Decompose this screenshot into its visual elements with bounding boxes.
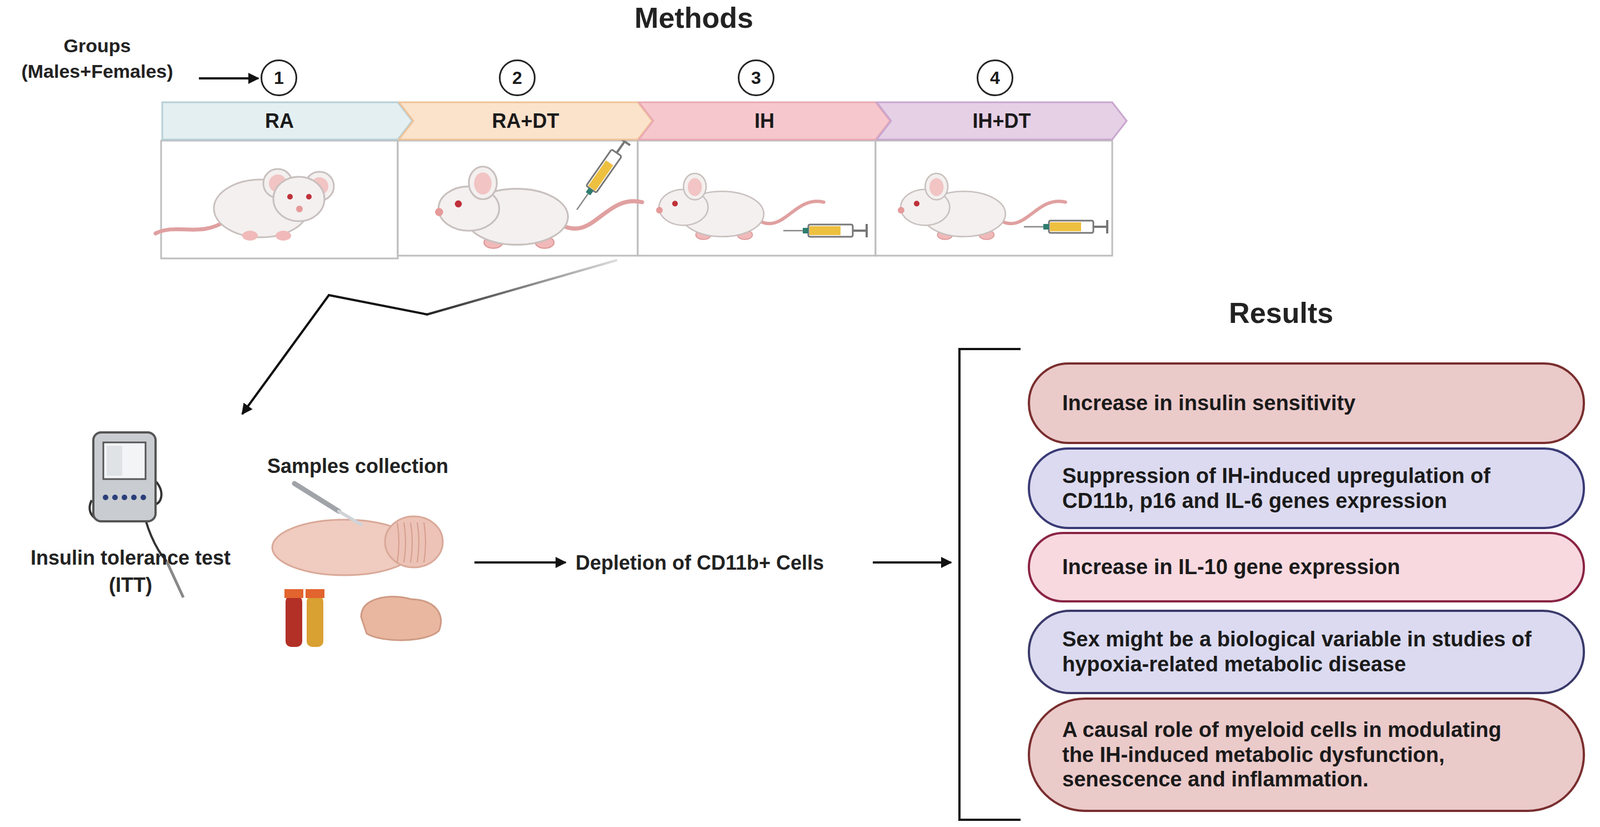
group-name: RA [265, 111, 294, 132]
group-panel [397, 140, 638, 256]
callout-number: 3 [751, 68, 762, 87]
results-bracket [959, 348, 1021, 820]
group-chevron: RA [161, 101, 414, 141]
result-pill: Increase in insulin sensitivity [1027, 362, 1585, 444]
pointer-arrow [198, 77, 259, 80]
group-number: 1 [260, 59, 298, 97]
result-text: Suppression of IH-induced upregulation o… [1062, 463, 1546, 514]
leader-line [426, 260, 618, 315]
group-chevron: RA+DT [397, 101, 654, 141]
samples-illustration [272, 483, 443, 647]
group-label: Groups (Males+Females) [2, 33, 192, 85]
group-chevron: IH [637, 101, 892, 141]
group-name: IH+DT [972, 111, 1031, 132]
result-pill: A causal role of myeloid cells in modula… [1027, 697, 1585, 812]
mouse-illustration [656, 173, 824, 240]
mouse-illustration [897, 173, 1066, 240]
result-text: Increase in insulin sensitivity [1062, 390, 1563, 416]
section-heading: Results [1170, 293, 1393, 333]
group-panel [161, 140, 398, 259]
sample-caption: Samples collection [267, 452, 501, 480]
group-name: RA+DT [491, 111, 559, 132]
group-panel [875, 140, 1113, 256]
flow-arrow [474, 561, 566, 564]
method-caption: Insulin tolerance test (ITT) [8, 544, 253, 599]
result-text: A causal role of myeloid cells in modula… [1062, 717, 1513, 792]
callout-number: 4 [990, 68, 1000, 87]
result-pill: Sex might be a biological variable in st… [1027, 609, 1585, 694]
group-name: IH [754, 111, 775, 132]
result-pill: Increase in IL-10 gene expression [1027, 531, 1585, 603]
group-number: 3 [737, 59, 775, 97]
group-panels [161, 140, 1113, 259]
group-number: 4 [976, 59, 1014, 97]
result-text: Sex might be a biological variable in st… [1062, 626, 1546, 677]
syringe-illustration [1023, 220, 1108, 234]
diagram-title: Methods [582, 1, 805, 35]
syringe-illustration [571, 137, 630, 214]
flow-arrow [872, 561, 952, 564]
callout-number: 1 [273, 68, 284, 87]
callout-number: 2 [512, 68, 523, 87]
leader-line [242, 295, 428, 414]
glucometer-illustration [89, 432, 184, 598]
group-number: 2 [498, 59, 536, 97]
process-label: Depletion of CD11b+ Cells [575, 549, 876, 577]
syringe-illustration [783, 223, 867, 238]
group-panel [637, 140, 876, 256]
result-text: Increase in IL-10 gene expression [1062, 554, 1563, 580]
mouse-illustration [435, 166, 643, 249]
result-pill: Suppression of IH-induced upregulation o… [1027, 447, 1585, 529]
mouse-illustration [155, 168, 334, 241]
group-chevron: IH+DT [875, 101, 1128, 141]
